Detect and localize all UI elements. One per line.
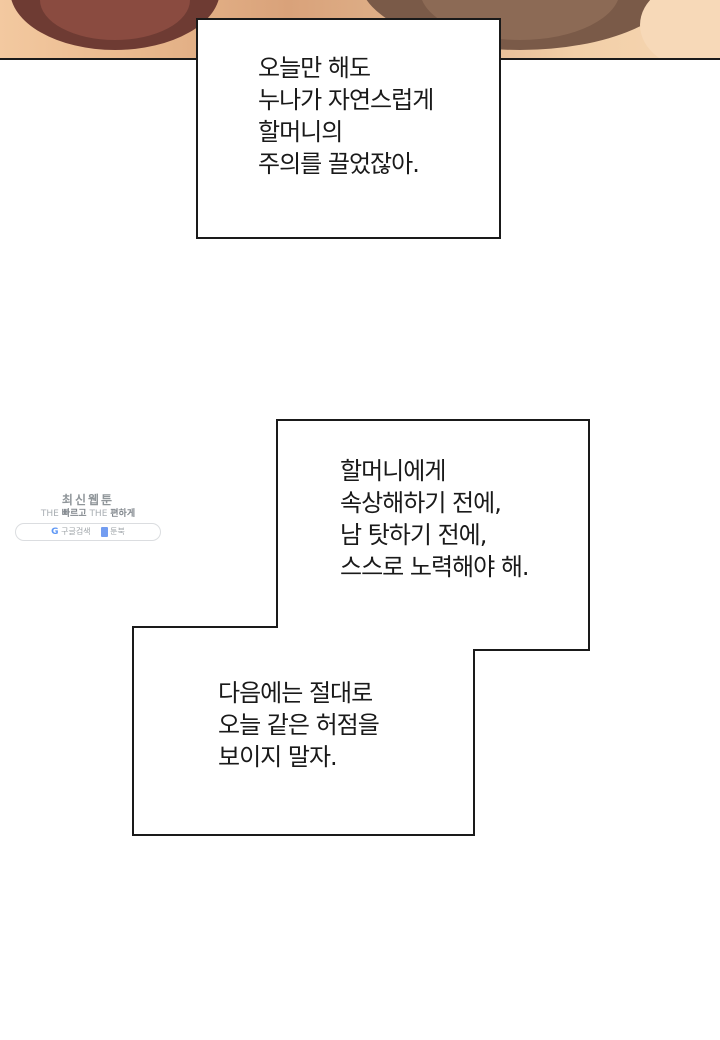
- watermark-brand: 툰북: [100, 524, 125, 540]
- stepped-box-outline: [132, 419, 590, 836]
- watermark-google: G 구글검색: [51, 524, 90, 540]
- watermark-tagline: THE 빠르고 THE 편하게: [14, 508, 162, 520]
- narration-line: 보이지 말자.: [218, 743, 338, 771]
- watermark-easy: 편하게: [110, 509, 136, 519]
- narration-line: 할머니에게: [340, 457, 446, 485]
- narration-line: 할머니의: [258, 118, 343, 146]
- narration-text-1: 오늘만 해도 누나가 자연스럽게 할머니의 주의를 끌었잖아.: [258, 52, 434, 180]
- watermark-the-1: THE: [40, 509, 59, 519]
- narration-line: 남 탓하기 전에,: [340, 521, 487, 549]
- watermark-title: 최신웹툰: [61, 493, 115, 507]
- narration-line: 오늘만 해도: [258, 54, 371, 82]
- narration-line: 스스로 노력해야 해.: [340, 553, 530, 581]
- watermark-brand-label: 툰북: [110, 527, 125, 536]
- narration-line: 누나가 자연스럽게: [258, 86, 434, 114]
- narration-line: 오늘 같은 허점을: [218, 711, 380, 739]
- narration-line: 다음에는 절대로: [218, 679, 373, 707]
- watermark-pill: G 구글검색 툰북: [15, 523, 161, 541]
- watermark-the-2: THE: [89, 509, 108, 519]
- watermark-fast: 빠르고: [61, 509, 87, 519]
- narration-text-2: 할머니에게 속상해하기 전에, 남 탓하기 전에, 스스로 노력해야 해.: [340, 455, 530, 583]
- watermark-google-label: 구글검색: [61, 527, 91, 536]
- artwork-skin: [640, 0, 720, 58]
- site-watermark: 최신웹툰 THE 빠르고 THE 편하게 G 구글검색 툰북: [14, 492, 162, 546]
- narration-line: 속상해하기 전에,: [340, 489, 502, 517]
- narration-box-1: [196, 18, 501, 239]
- narration-line: 주의를 끌었잖아.: [258, 150, 420, 178]
- bookmark-icon: [100, 526, 108, 537]
- google-g-icon: G: [51, 527, 59, 537]
- narration-text-3: 다음에는 절대로 오늘 같은 허점을 보이지 말자.: [218, 677, 380, 773]
